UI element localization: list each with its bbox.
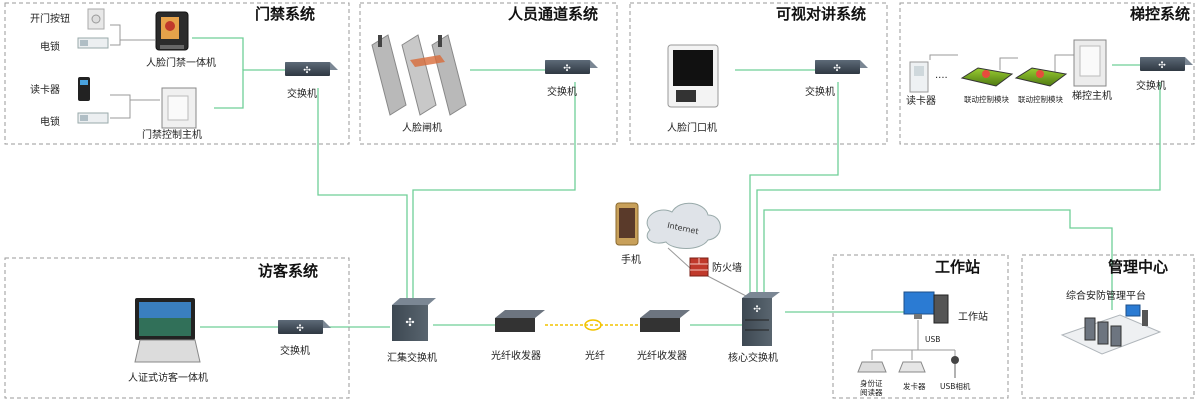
aggregation-switch-icon: ✣ — [392, 298, 436, 341]
linkage-module-icon — [1014, 67, 1068, 87]
usb-camera-label: USB相机 — [940, 381, 971, 391]
card-issuer-icon — [898, 361, 926, 373]
svg-text:✣: ✣ — [563, 64, 571, 74]
aggregation-switch-label: 汇集交换机 — [387, 351, 437, 364]
visitor-switch-label: 交换机 — [280, 344, 310, 357]
intercom-switch-label: 交换机 — [805, 85, 835, 98]
svg-text:✣: ✣ — [833, 64, 841, 74]
elevator-reader-label: 读卡器 — [906, 94, 936, 107]
switch-icon: ✣ — [815, 60, 868, 74]
fiber-coil-icon — [584, 319, 602, 331]
usb-camera-icon — [951, 356, 959, 378]
phone-icon — [615, 202, 639, 246]
elevator-host-icon — [1073, 39, 1107, 87]
visitor-system-title: 访客系统 — [258, 262, 318, 280]
electric-lock-icon — [77, 37, 109, 49]
electric-lock-label-1: 电锁 — [40, 40, 60, 53]
card-reader-icon — [78, 77, 90, 101]
linkage-module-label-1: 联动控制模块 — [964, 94, 1009, 104]
svg-text:✣: ✣ — [405, 316, 414, 329]
face-terminal-icon — [155, 11, 189, 51]
passage-system-title: 人员通道系统 — [508, 5, 598, 23]
access-controller-icon — [161, 87, 197, 129]
elevator-system-title: 梯控系统 — [1130, 5, 1190, 23]
id-reader-icon — [857, 361, 887, 373]
workstation-title: 工作站 — [935, 258, 980, 276]
fiber-label: 光纤 — [585, 349, 605, 362]
exit-button-label: 开门按钮 — [30, 12, 70, 25]
firewall-label: 防火墙 — [712, 261, 742, 274]
id-reader-label: 身份证阅读器 — [860, 378, 883, 397]
electric-lock-icon — [77, 112, 109, 124]
switch-icon: ✣ — [278, 320, 331, 334]
svg-text:✣: ✣ — [1158, 61, 1166, 71]
visitor-system-frame — [4, 257, 350, 399]
usb-label: USB — [925, 335, 940, 344]
intercom-system-title: 可视对讲系统 — [776, 5, 866, 23]
face-gate-icon — [371, 34, 467, 116]
management-center-title: 管理中心 — [1108, 258, 1168, 276]
elevator-system-frame — [899, 2, 1195, 145]
phone-label: 手机 — [621, 253, 641, 266]
fiber-transceiver-label-2: 光纤收发器 — [637, 349, 687, 362]
workstation-pc-icon — [903, 291, 949, 324]
switch-icon: ✣ — [285, 62, 338, 76]
security-platform-icon — [1060, 304, 1162, 355]
exit-button-icon — [87, 8, 105, 30]
door-station-icon — [667, 44, 719, 108]
platform-label: 综合安防管理平台 — [1066, 289, 1146, 302]
card-reader-icon — [909, 61, 929, 93]
card-reader-label: 读卡器 — [30, 83, 60, 96]
passage-system-frame — [359, 2, 618, 145]
passage-switch-label: 交换机 — [547, 85, 577, 98]
fiber-transceiver-icon — [495, 310, 545, 332]
elevator-switch-label: 交换机 — [1136, 79, 1166, 92]
core-switch-label: 核心交换机 — [728, 351, 778, 364]
workstation-pc-label: 工作站 — [958, 310, 988, 323]
core-switch-icon: ✣ — [742, 292, 780, 346]
visitor-kiosk-label: 人证式访客一体机 — [128, 371, 208, 384]
card-issuer-label: 发卡器 — [903, 381, 926, 391]
access-system-title: 门禁系统 — [255, 5, 315, 23]
access-switch-label: 交换机 — [287, 87, 317, 100]
face-gate-label: 人脸闸机 — [402, 121, 442, 134]
access-controller-label: 门禁控制主机 — [142, 128, 202, 141]
svg-text:✣: ✣ — [296, 324, 304, 334]
fiber-transceiver-icon — [640, 310, 690, 332]
linkage-module-icon — [960, 67, 1014, 87]
door-station-label: 人脸门口机 — [667, 121, 717, 134]
connections — [110, 24, 1161, 360]
elevator-host-label: 梯控主机 — [1072, 89, 1112, 102]
visitor-kiosk-icon — [134, 298, 201, 363]
face-terminal-label: 人脸门禁一体机 — [146, 56, 216, 69]
linkage-module-label-2: 联动控制模块 — [1018, 94, 1063, 104]
workstation-frame — [832, 254, 1009, 399]
svg-text:✣: ✣ — [303, 66, 311, 76]
intercom-system-frame — [629, 2, 888, 145]
svg-text:✣: ✣ — [753, 305, 761, 315]
internet-cloud-icon: Internet — [646, 202, 721, 249]
management-center-frame — [1021, 254, 1195, 399]
firewall-icon — [689, 257, 709, 277]
elevator-dots: .... — [935, 70, 948, 81]
access-system-frame — [4, 2, 350, 145]
fiber-transceiver-label-1: 光纤收发器 — [491, 349, 541, 362]
switch-icon: ✣ — [1140, 57, 1193, 71]
electric-lock-label-2: 电锁 — [40, 115, 60, 128]
switch-icon: ✣ — [545, 60, 598, 74]
